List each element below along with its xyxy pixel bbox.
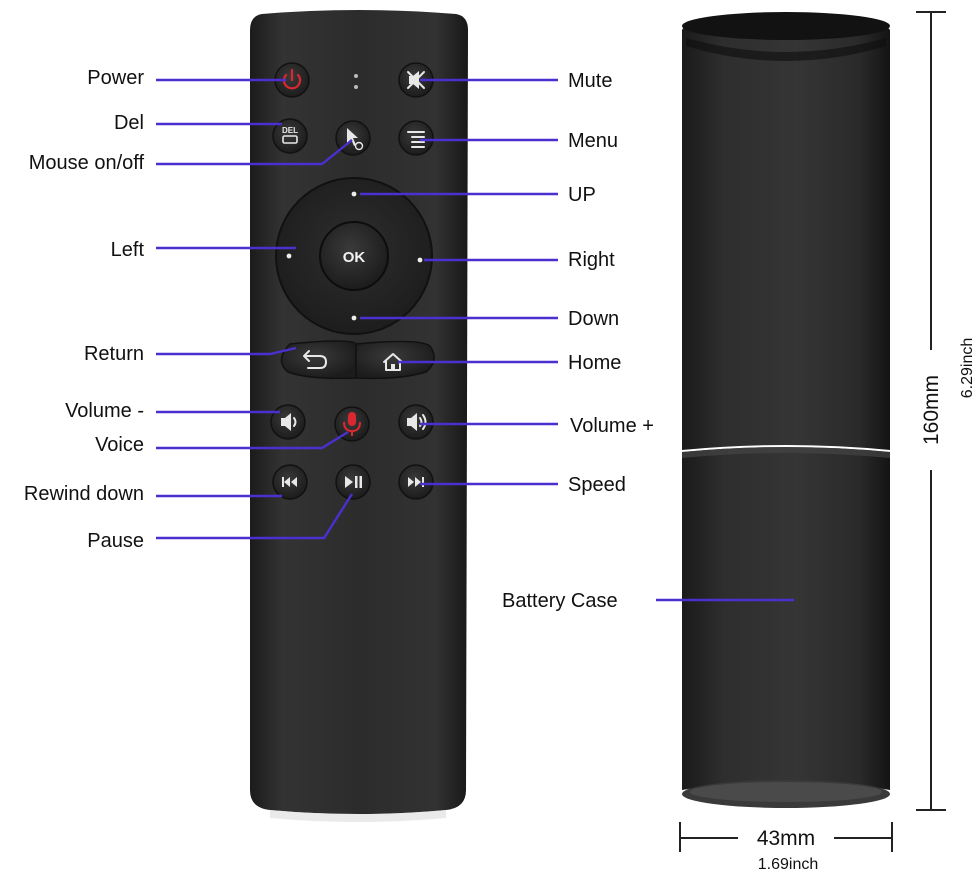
rewind-icon [282,477,297,487]
label-home: Home [568,352,621,374]
label-speed: Speed [568,474,626,496]
height-inch-label: 6.29inch [959,338,976,399]
width-inch-label: 1.69inch [758,856,819,873]
label-power: Power [87,67,144,89]
side-upper-body [682,14,890,450]
label-volume-plus: Volume + [570,415,654,437]
fast-forward-icon [408,477,424,487]
volume-up-icon [407,413,427,431]
label-pause: Pause [87,530,144,552]
return-button[interactable] [280,340,357,380]
speed-button[interactable] [398,464,434,500]
label-up: UP [568,184,596,206]
dpad[interactable]: OK [275,177,433,335]
del-button-label: DEL [282,126,298,135]
indicator-light [354,74,358,89]
volume-down-icon [281,413,297,431]
label-mute: Mute [568,70,612,92]
remote-side-view [682,12,890,808]
remote-front: DEL [250,10,468,822]
power-button[interactable] [274,62,310,98]
home-icon [383,353,403,371]
volume-down-button[interactable] [270,404,306,440]
del-button[interactable]: DEL [272,118,308,154]
ok-button-label: OK [343,249,366,266]
play-pause-icon [345,476,362,488]
label-down: Down [568,308,619,330]
right-labels: Mute Menu UP Right Down Home Volume + Sp… [502,70,654,612]
dpad-right-dot[interactable] [417,257,423,263]
mouse-cursor-icon [347,128,364,151]
leader-voice [156,430,349,450]
label-battery-case: Battery Case [502,590,618,612]
width-dimension: 43mm 1.69inch [679,822,893,873]
left-labels: Power Del Mouse on/off Left Return Volum… [24,67,145,552]
label-left: Left [111,239,145,261]
leader-lines [156,78,794,602]
label-menu: Menu [568,130,618,152]
leader-mouse [156,139,353,166]
label-mouse: Mouse on/off [29,152,145,174]
del-icon [282,135,298,144]
home-button[interactable] [355,340,435,380]
mute-button[interactable] [398,62,434,98]
dpad-left-dot[interactable] [286,253,292,259]
leader-pause [156,493,354,540]
menu-button[interactable] [398,120,434,156]
leader-return [156,346,297,356]
width-mm-label: 43mm [757,827,815,850]
dpad-down-dot[interactable] [351,315,357,321]
label-rewind: Rewind down [24,483,144,505]
return-icon [303,350,327,369]
menu-icon [407,131,425,148]
play-pause-button[interactable] [335,464,371,500]
dpad-up-dot[interactable] [351,191,357,197]
label-return: Return [84,343,144,365]
volume-up-button[interactable] [398,404,434,440]
label-del: Del [114,112,144,134]
ok-button[interactable]: OK [319,221,389,291]
voice-button[interactable] [334,406,370,442]
rewind-button[interactable] [272,464,308,500]
label-voice: Voice [95,434,144,456]
battery-case-body [682,447,890,790]
height-mm-label: 160mm [920,375,943,445]
microphone-icon [343,412,361,436]
mute-icon [407,71,425,89]
height-dimension: 160mm 6.29inch [916,11,976,811]
label-right: Right [568,249,615,271]
label-volume-minus: Volume - [65,400,144,422]
